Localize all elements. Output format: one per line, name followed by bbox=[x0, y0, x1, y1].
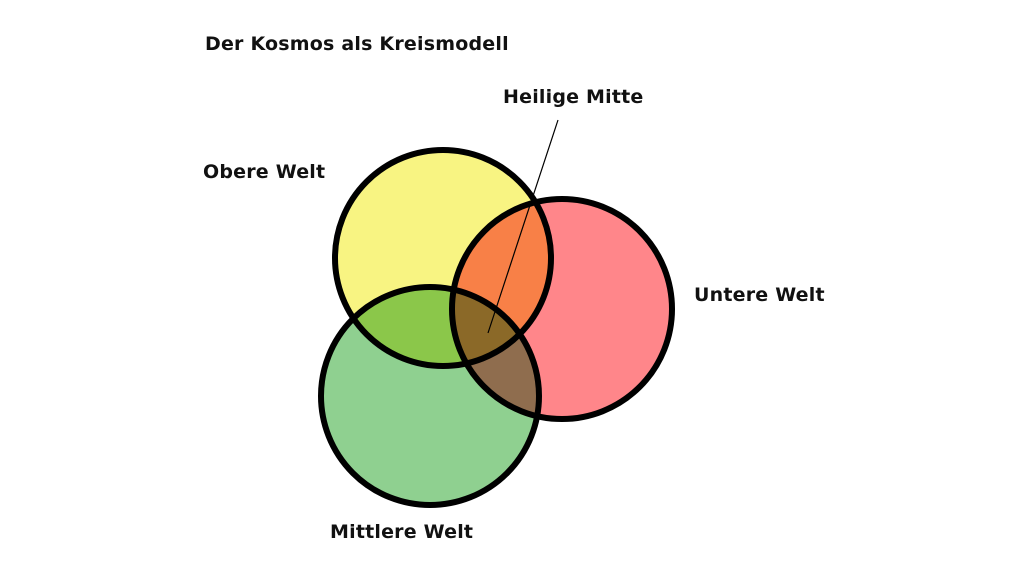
label-lower-world: Untere Welt bbox=[694, 284, 825, 306]
label-middle-world: Mittlere Welt bbox=[330, 521, 474, 543]
label-sacred-center: Heilige Mitte bbox=[503, 86, 644, 108]
lower-world-outline bbox=[449, 196, 675, 422]
sacred-center-pointer bbox=[487, 119, 559, 334]
lower-world-circle bbox=[452, 199, 672, 419]
upper-world-outline bbox=[332, 147, 554, 369]
label-upper-world: Obere Welt bbox=[203, 161, 326, 183]
middle-world-outline bbox=[318, 284, 542, 508]
diagram-title: Der Kosmos als Kreismodell bbox=[205, 33, 509, 55]
